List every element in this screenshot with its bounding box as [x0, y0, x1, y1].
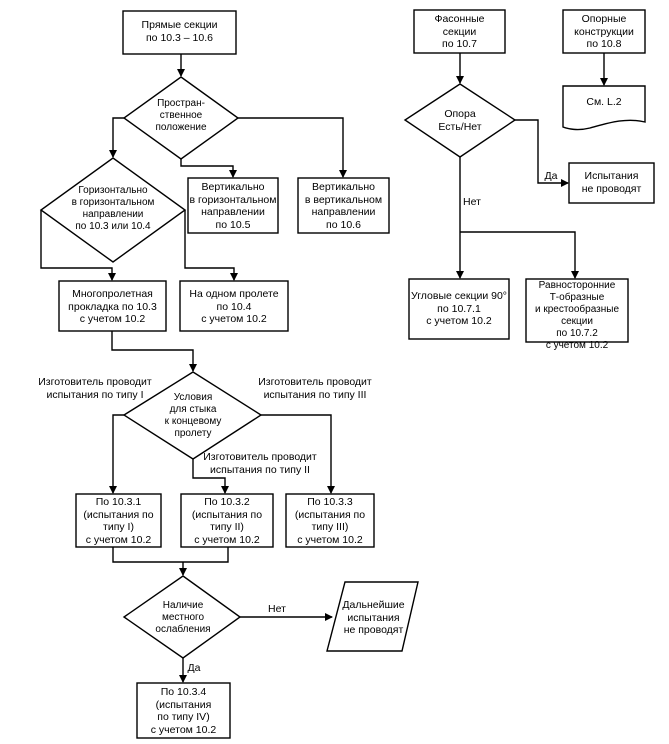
box-no-tests [568, 162, 655, 204]
box-vertical-vertical [297, 177, 390, 234]
edge-support-tee [460, 231, 579, 279]
type4-label: По 10.3.4 (испытания по типу IV) с учето… [150, 686, 217, 736]
edge-type1-merge [112, 547, 183, 563]
box-vertical-horizontal [187, 177, 279, 234]
box-angle-sections [408, 278, 510, 340]
edge-support-notests [515, 119, 569, 187]
box-onespan [179, 280, 289, 332]
document-see-l2 [562, 85, 646, 131]
type1-label: По 10.3.1 (испытания по типу I) с учетом… [83, 496, 154, 546]
box-tee-sections [525, 278, 629, 343]
type2-label: По 10.3.2 (испытания по типу II) с учето… [191, 496, 263, 546]
yes-support-annotation: Да [544, 170, 558, 182]
onespan-label: На одном пролете по 10.4 с учетом 10.2 [189, 288, 279, 325]
fitting-sections-label: Фасонные секции по 10.7 [434, 13, 485, 50]
no-support-annotation: Нет [463, 196, 481, 208]
yes-weak-annotation: Да [187, 662, 201, 674]
further-tests-label: Дальнейшие испытания не проводят [342, 599, 405, 636]
type3-label: По 10.3.3 (испытания по типу III) с учет… [294, 496, 366, 546]
see-l2-label: См. L.2 [586, 96, 622, 108]
mfr-type1-annotation: Изготовитель проводит испытания по типу … [38, 376, 152, 401]
vertical-vertical-label: Вертикально в вертикальном направлении п… [304, 181, 383, 231]
support-structures-label: Опорные конструкции по 10.8 [574, 13, 634, 50]
parallelogram-further-tests [326, 581, 419, 652]
spatial-position-label: Простран- ственное положение [155, 98, 207, 133]
box-straight-sections [122, 10, 237, 55]
edge-type2-merge [183, 547, 229, 563]
mfr-type2-annotation: Изготовитель проводит испытания по типу … [203, 451, 317, 476]
edge-spatial-vertv [238, 117, 347, 178]
edge-joint-type2 [192, 459, 229, 494]
mfr-type3-annotation: Изготовитель проводит испытания по типу … [258, 376, 372, 401]
edge-horizontal-onespan [184, 210, 238, 281]
box-type4 [136, 682, 231, 739]
no-tests-label: Испытания не проводят [581, 170, 642, 195]
edge-joint-type3 [261, 414, 335, 494]
edge-multispan-joint [111, 331, 197, 372]
multispan-label: Многопролетная прокладка по 10.3 с учето… [68, 288, 157, 325]
box-type3 [285, 493, 375, 548]
diamond-horizontal [39, 157, 187, 263]
box-type2 [180, 493, 274, 548]
tee-sections-label: Равносторонние Т-образные и крестообразн… [534, 280, 620, 351]
edge-joint-type1 [109, 414, 124, 494]
vertical-horizontal-label: Вертикально в горизонтальном направлении… [189, 181, 277, 231]
joint-conditions-label: Условия для стыка к концевому пролету [164, 392, 222, 439]
horizontal-label: Горизонтально в горизонтальном направлен… [71, 185, 155, 232]
local-weakening-label: Наличие местного ослабления [155, 600, 211, 635]
edge-horizontal-multispan [40, 210, 116, 281]
no-weak-annotation: Нет [268, 603, 286, 615]
box-type1 [75, 493, 162, 548]
edge-spatial-verth [180, 159, 237, 178]
edge-spatial-horizontal [109, 117, 124, 158]
angle-sections-label: Угловые секции 90° по 10.7.1 с учетом 10… [411, 290, 507, 327]
support-label: Опора Есть/Нет [438, 108, 482, 133]
straight-sections-label: Прямые секции по 10.3 – 10.6 [141, 19, 218, 44]
